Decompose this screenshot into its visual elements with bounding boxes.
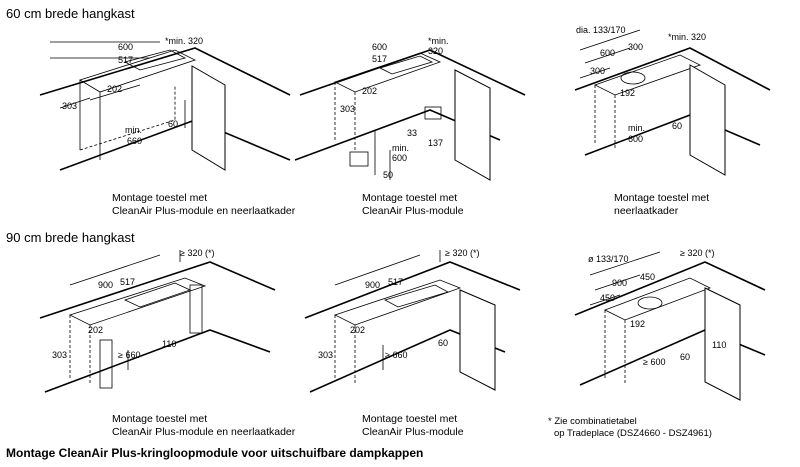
dim-50: 50 [383,170,393,180]
caption-90cm-module-neerlaatkader: Montage toestel met CleanAir Plus-module… [112,413,295,439]
caption-line: Montage toestel met [112,192,208,204]
dim-ge-320: ≥ 320 (*) [445,248,479,258]
drawing-60cm-module-neerlaatkader: 600 517 *min. 320 202 303 min. 660 60 [39,36,291,171]
caption-line: Montage toestel met [362,192,458,204]
caption-line: Montage toestel met [362,413,458,425]
dim-450-top: 450 [640,272,655,282]
caption-line: Montage toestel met [112,413,208,425]
dim-303: 303 [52,350,67,360]
drawing-90cm-module: ≥ 320 (*) 900 517 202 303 ≥ 660 60 [304,248,521,393]
dim-303: 303 [318,350,333,360]
bottom-title: Montage CleanAir Plus-kringloopmodule vo… [6,446,424,460]
heading-60cm: 60 cm brede hangkast [6,6,135,21]
dim-60: 60 [168,119,178,129]
dim-900: 900 [365,280,380,290]
dim-min-320: *min. 320 [165,36,203,46]
dim-ge-660: ≥ 660 [118,350,140,360]
dim-300-side: 300 [590,66,605,76]
dim-dia-133-170: ø 133/170 [588,254,629,264]
dim-517: 517 [372,54,387,64]
dim-600: 600 [118,42,133,52]
dim-517: 517 [120,277,135,287]
dim-min-label-2: min. [392,143,409,153]
dim-900: 900 [612,278,627,288]
dim-min-label: *min. [428,36,449,46]
dim-192: 192 [630,319,645,329]
dim-60: 60 [672,121,682,131]
caption-90cm-module: Montage toestel met CleanAir Plus-module [362,413,464,439]
heading-90cm: 90 cm brede hangkast [6,230,135,245]
dim-ge-320: ≥ 320 (*) [680,248,714,258]
dim-450-side: 450 [600,293,615,303]
dim-60: 60 [438,338,448,348]
dim-202: 202 [88,325,103,335]
dim-900: 900 [98,280,113,290]
drawing-60cm-module: 600 517 *min. 320 202 303 33 137 min. 60… [294,36,526,181]
dim-600-height: 600 [628,134,643,144]
caption-line: CleanAir Plus-module [362,426,464,438]
dim-202: 202 [362,86,377,96]
dim-303: 303 [62,101,77,111]
dim-ge-600: ≥ 600 [643,357,665,367]
dim-min-320: *min. 320 [668,32,706,42]
dim-660: 660 [127,136,142,146]
drawing-60cm-neerlaatkader: dia. 133/170 300 600 300 *min. 320 192 m… [574,25,771,176]
caption-line: neerlaatkader [614,205,679,217]
dim-320: 320 [428,46,443,56]
footnote: * Zie combinatietabel op Tradeplace (DSZ… [548,416,712,440]
dim-min-label: min. [628,123,645,133]
drawing-90cm-module-neerlaatkader: ≥ 320 (*) 900 517 202 303 ≥ 660 110 [39,248,276,393]
dim-ge-660: ≥ 660 [385,350,407,360]
caption-line: CleanAir Plus-module en neerlaatkader [112,426,296,438]
dim-110: 110 [162,339,176,349]
dim-dia-133-170: dia. 133/170 [576,25,626,35]
caption-line: CleanAir Plus-module [362,205,464,217]
dim-ge-320: ≥ 320 (*) [180,248,214,258]
caption-60cm-module-neerlaatkader: Montage toestel met CleanAir Plus-module… [112,192,295,218]
dim-60: 60 [680,352,690,362]
dim-192: 192 [620,88,635,98]
caption-line: CleanAir Plus-module en neerlaatkader [112,205,296,217]
dim-517: 517 [118,55,133,65]
dim-600: 600 [372,42,387,52]
dim-min-label: min. [125,125,142,135]
footnote-line: op Tradeplace (DSZ4660 - DSZ4961) [554,428,712,439]
dim-137: 137 [428,138,443,148]
caption-60cm-neerlaatkader: Montage toestel met neerlaatkader [614,192,709,218]
caption-line: Montage toestel met [614,192,710,204]
drawing-90cm-neerlaatkader: ø 133/170 ≥ 320 (*) 450 900 450 192 ≥ 60… [574,248,766,401]
dim-303: 303 [340,104,355,114]
dim-202: 202 [107,84,122,94]
dim-600-height: 600 [392,153,407,163]
dim-600: 600 [600,48,615,58]
dim-202: 202 [350,325,365,335]
dim-300-top: 300 [628,42,643,52]
dim-110: 110 [712,340,726,350]
caption-60cm-module: Montage toestel met CleanAir Plus-module [362,192,464,218]
dim-517: 517 [388,277,403,287]
footnote-line: * Zie combinatietabel [548,416,637,427]
dim-33: 33 [407,128,417,138]
